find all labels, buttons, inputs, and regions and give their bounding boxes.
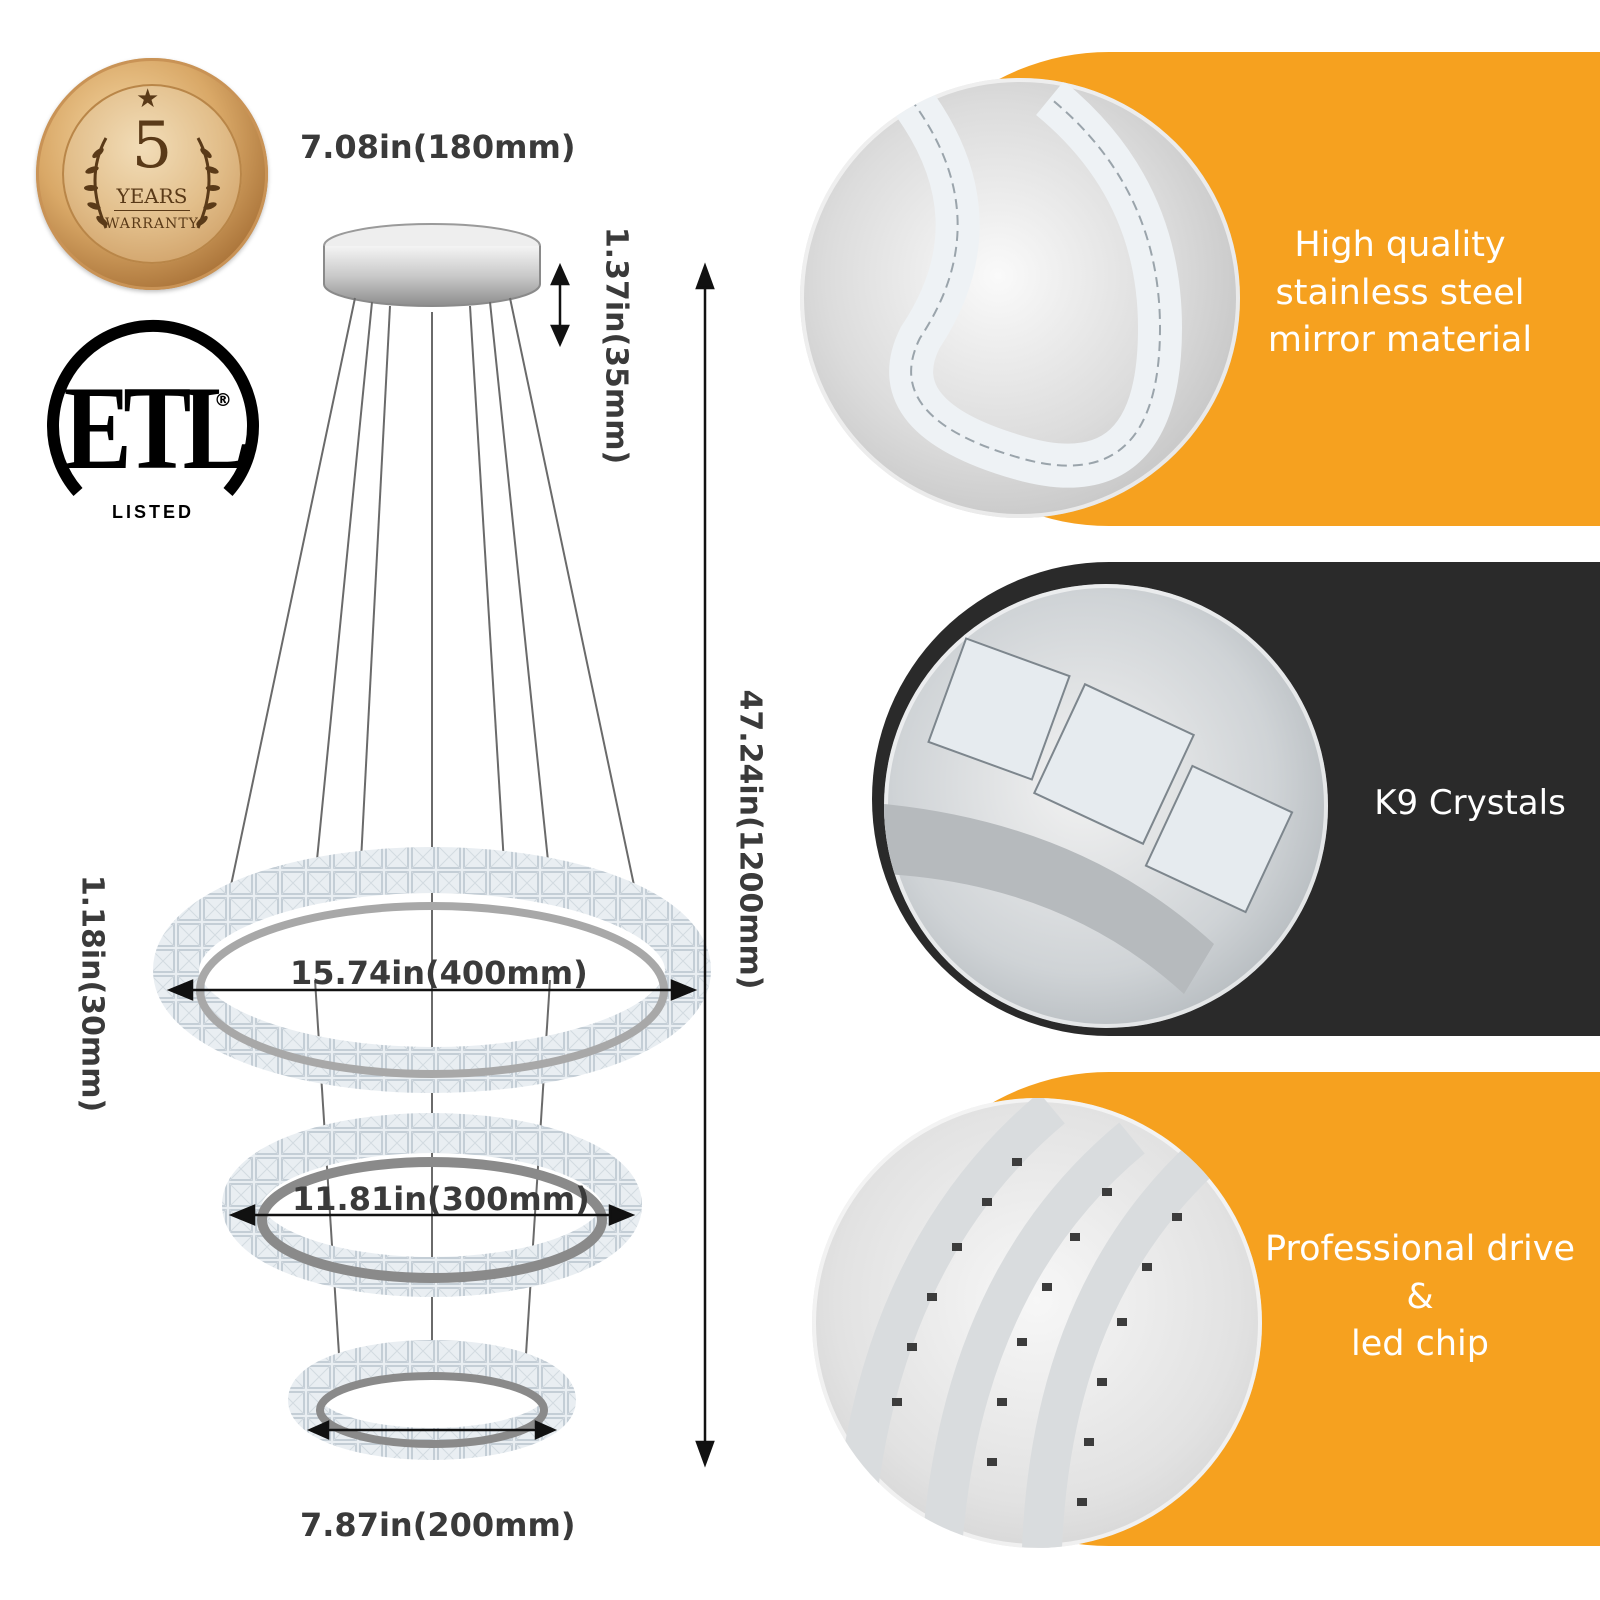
canopy-width-label: 7.08in(180mm) bbox=[300, 128, 576, 166]
warranty-years-label: YEARS bbox=[116, 184, 188, 208]
feature-line: mirror material bbox=[1267, 320, 1533, 361]
etl-listed-label: LISTED bbox=[111, 502, 194, 522]
crystal-closeup-photo-icon bbox=[884, 584, 1328, 1028]
feature-line: stainless steel bbox=[1275, 272, 1525, 313]
etl-mark: ETL bbox=[63, 361, 251, 494]
chandelier-diagram bbox=[153, 223, 715, 1468]
warranty-years-number: 5 bbox=[131, 109, 173, 183]
star-icon: ★ bbox=[136, 84, 160, 114]
large-ring-width-label: 15.74in(400mm) bbox=[290, 954, 588, 992]
steel-ring-photo-icon bbox=[800, 78, 1240, 518]
small-ring-width-label: 7.87in(200mm) bbox=[300, 1506, 576, 1544]
dimension-arrows bbox=[166, 262, 715, 1468]
warranty-label: WARRANTY bbox=[105, 216, 199, 232]
medium-ring-width-label: 11.81in(300mm) bbox=[292, 1180, 590, 1218]
feature-line: K9 Crystals bbox=[1374, 783, 1566, 823]
led-strip-photo-icon bbox=[812, 1098, 1262, 1548]
canopy-body bbox=[323, 246, 541, 307]
total-height-label: 47.24in(1200mm) bbox=[732, 689, 768, 990]
warranty-divider bbox=[114, 210, 190, 211]
feature-text-led: Professional drive & led chip bbox=[1262, 1226, 1578, 1369]
ring-thickness-label: 1.18in(30mm) bbox=[74, 874, 110, 1113]
feature-text-steel: High quality stainless steel mirror mate… bbox=[1230, 222, 1570, 365]
etl-ring-icon bbox=[47, 319, 259, 496]
ring-small bbox=[288, 1340, 576, 1460]
feature-line: & bbox=[1406, 1276, 1434, 1317]
feature-line: Professional drive bbox=[1264, 1229, 1576, 1269]
warranty-badge: ★ 5 YEARS WARRANTY bbox=[36, 58, 268, 290]
feature-text-crystal: K9 Crystals bbox=[1350, 780, 1590, 826]
registered-mark: ® bbox=[214, 390, 232, 411]
ring-medium bbox=[222, 1113, 642, 1297]
canopy-height-label: 1.37in(35mm) bbox=[598, 226, 634, 465]
etl-listed-badge: ETL ® LISTED bbox=[38, 312, 268, 542]
laurel-icon bbox=[84, 137, 220, 229]
feature-line: led chip bbox=[1351, 1324, 1489, 1365]
warranty-badge-inner bbox=[62, 84, 242, 264]
feature-line: High quality bbox=[1294, 225, 1506, 265]
